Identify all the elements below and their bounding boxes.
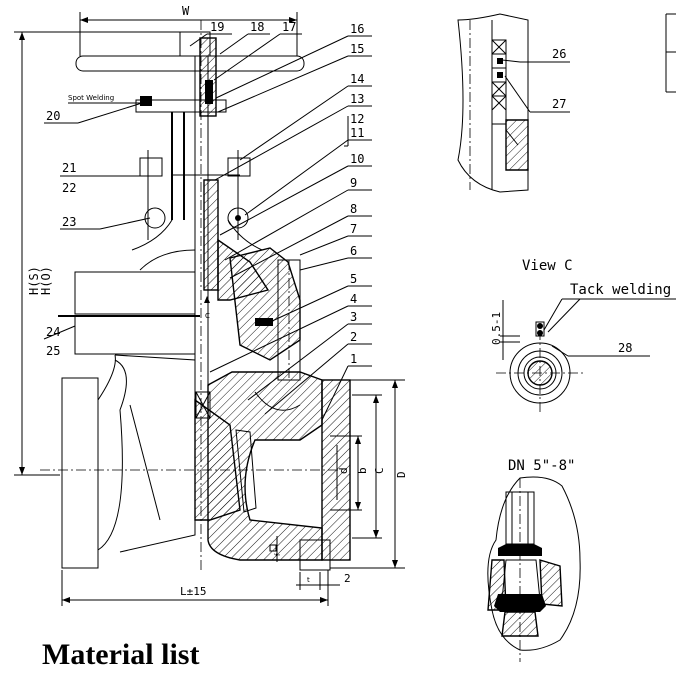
spot-welding-callout: Spot Welding xyxy=(68,94,140,104)
part-leaders-top: 19 18 17 xyxy=(189,20,302,81)
material-list-title: Material list xyxy=(42,638,200,671)
part-number-6: 6 xyxy=(350,244,357,258)
part-number-17: 17 xyxy=(282,20,296,34)
part-number-14: 14 xyxy=(350,72,364,86)
bonnet xyxy=(58,247,301,381)
dim-ho-label: H(O) xyxy=(39,266,53,295)
dim-t-label: t xyxy=(307,576,310,584)
part-number-25: 25 xyxy=(46,344,60,358)
part-number-11: 11 xyxy=(350,126,364,140)
section-c-label: C xyxy=(205,312,210,320)
dim-dsmall-label: d xyxy=(337,467,350,474)
dim-f-label: f xyxy=(274,553,282,556)
tack-range-label: 0.5-1 xyxy=(490,312,503,345)
part-number-21: 21 xyxy=(62,161,76,175)
part-number-4: 4 xyxy=(350,292,357,306)
dim-b-label: b xyxy=(356,467,369,474)
part-number-26: 26 xyxy=(552,47,566,61)
tack-welding-label: Tack welding xyxy=(570,282,671,298)
part-number-18: 18 xyxy=(250,20,264,34)
part-number-10: 10 xyxy=(350,152,364,166)
dim-l-label: L±15 xyxy=(180,585,207,598)
dn-detail: DN 5"-8" xyxy=(487,458,581,662)
part-number-16: 16 xyxy=(350,22,364,36)
dimension-height: H(S) H(O) xyxy=(14,31,180,476)
part-number-13: 13 xyxy=(350,92,364,106)
view-c-title: View C xyxy=(522,258,573,274)
part-number-19: 19 xyxy=(210,20,224,34)
port-dimensions: D C b d xyxy=(330,379,408,569)
part-leaders-left: 20 21 22 23 24 25 xyxy=(43,102,151,358)
dim-w-label: W xyxy=(182,4,190,18)
bottom-dimensions: L±15 t 2 f xyxy=(61,536,351,606)
part-number-2: 2 xyxy=(350,330,357,344)
part-number-20: 20 xyxy=(46,109,60,123)
dn-range-label: DN 5"-8" xyxy=(508,458,575,474)
title-block-fragment xyxy=(665,13,676,93)
valve-body xyxy=(40,354,351,571)
part-number-9: 9 xyxy=(350,176,357,190)
part-number-1: 1 xyxy=(350,352,357,366)
dim-d-label: D xyxy=(395,471,408,478)
view-c-detail: View C Tack welding 0.5-1 28 xyxy=(490,258,676,414)
part-leaders-right: 16 15 14 13 12 11 10 9 8 7 6 5 4 3 2 1 xyxy=(209,22,372,421)
part-number-7: 7 xyxy=(350,222,357,236)
part-number-5: 5 xyxy=(350,272,357,286)
part-number-15: 15 xyxy=(350,42,364,56)
dim-2-label: 2 xyxy=(344,572,351,585)
dim-c-label: C xyxy=(373,467,386,474)
part-number-28: 28 xyxy=(618,341,632,355)
part-number-12: 12 xyxy=(350,112,364,126)
part-number-22: 22 xyxy=(62,181,76,195)
part-number-8: 8 xyxy=(350,202,357,216)
part-number-23: 23 xyxy=(62,215,76,229)
part-number-3: 3 xyxy=(350,310,357,324)
dim-hs-label: H(S) xyxy=(27,266,41,295)
part-number-24: 24 xyxy=(46,325,60,339)
detail-packing-section: 26 27 xyxy=(457,13,570,193)
part-number-27: 27 xyxy=(552,97,566,111)
spot-welding-label: Spot Welding xyxy=(68,94,114,102)
